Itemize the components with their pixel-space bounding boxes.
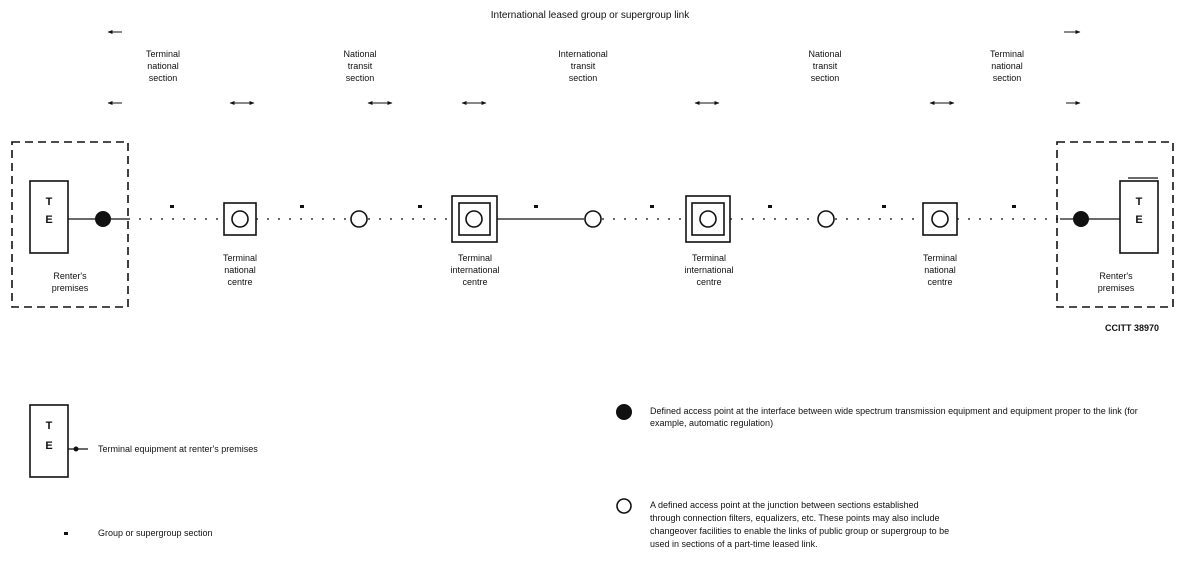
renter-premises-box-right	[1056, 141, 1174, 308]
legend-te-letter-e: E	[45, 440, 53, 452]
renter-premises-box-left	[11, 141, 129, 308]
te-box-left	[29, 180, 69, 254]
station-renter-premises-right: Renter's premises	[1097, 271, 1135, 293]
legend-open-dot-line-2: through connection filters, equalizers, …	[650, 513, 940, 523]
station-terminal-national-centre-right: Terminal national centre	[922, 253, 957, 287]
station-terminal-international-centre-right: Terminal international centre	[684, 253, 734, 287]
legend-group-text: Group or supergroup section	[98, 528, 213, 538]
legend-te-symbol	[29, 404, 88, 478]
section-terminal-national-left: Terminal national section	[145, 49, 180, 83]
station-terminal-national-centre-left: Terminal national centre	[222, 253, 257, 287]
open-access-point	[350, 210, 368, 228]
station-terminal-international-centre-left: Terminal international centre	[450, 253, 500, 287]
legend-group-marker	[64, 532, 68, 535]
legend-open-dot-line-3: changeover facilities to enable the link…	[650, 526, 950, 536]
station-renter-premises-left: Renter's premises	[51, 271, 89, 293]
section-international-transit: International transit section	[558, 49, 608, 83]
terminal-national-centre-right-symbol	[922, 202, 958, 236]
terminal-international-centre-left-symbol	[451, 195, 498, 243]
legend-filled-dot	[616, 404, 632, 420]
diagram-title: International leased group or supergroup…	[490, 10, 690, 21]
legend-te-letter-t: T	[45, 420, 53, 432]
filled-access-point-right	[1073, 211, 1089, 227]
legend-filled-dot-text: Defined access point at the interface be…	[650, 406, 1138, 428]
te-letter-e-left: E	[45, 214, 53, 226]
section-terminal-national-right: Terminal national section	[989, 49, 1024, 83]
section-national-transit-left: National transit section	[343, 49, 377, 83]
figure-code: CCITT 38970	[1104, 323, 1160, 333]
legend-open-dot-line-4: used in sections of a part-time leased l…	[650, 539, 818, 549]
terminal-international-centre-right-symbol	[685, 195, 731, 243]
terminal-national-centre-left-symbol	[223, 202, 257, 236]
te-letter-e-right: E	[1135, 214, 1143, 226]
open-access-point	[584, 210, 602, 228]
legend-te-text: Terminal equipment at renter's premises	[98, 444, 258, 454]
te-letter-t-right: T	[1135, 196, 1143, 208]
filled-access-point-left	[95, 211, 111, 227]
legend-open-dot	[616, 498, 632, 514]
section-national-transit-right: National transit section	[808, 49, 842, 83]
legend-open-dot-line-1: A defined access point at the junction b…	[650, 500, 919, 510]
te-letter-t-left: T	[45, 196, 53, 208]
group-section-markers	[170, 205, 1016, 208]
te-box-right	[1119, 180, 1159, 254]
open-access-point	[817, 210, 835, 228]
